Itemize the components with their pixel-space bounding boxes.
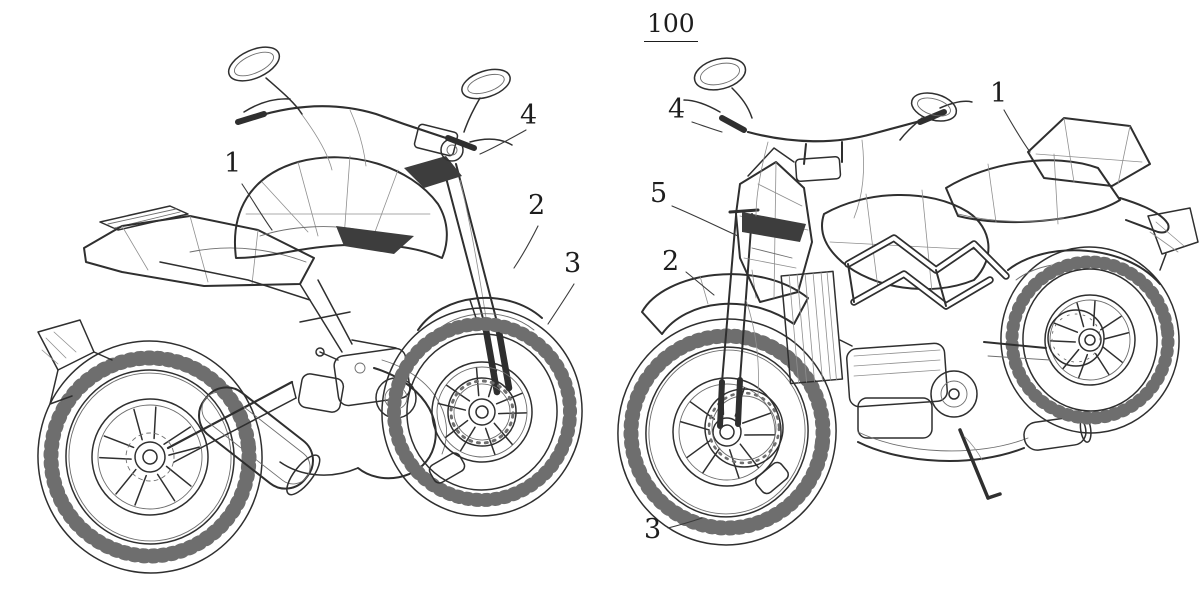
callout-right-3: 3 bbox=[644, 514, 663, 545]
leader-left-1 bbox=[241, 183, 273, 231]
right-front-wheel bbox=[617, 318, 837, 546]
leader-right-5 bbox=[671, 205, 739, 237]
right-handlebar bbox=[683, 99, 973, 219]
callout-right-1: 1 bbox=[990, 78, 1009, 109]
left-mirror-right bbox=[461, 68, 511, 133]
leader-left-4 bbox=[479, 129, 527, 155]
right-radiator bbox=[780, 270, 844, 385]
left-mirror-left bbox=[227, 46, 303, 115]
spokes bbox=[1050, 300, 1130, 379]
right-rear-fender bbox=[1007, 249, 1161, 293]
right-rear-wheel bbox=[1000, 246, 1180, 434]
left-swingarm bbox=[166, 380, 297, 463]
left-exhaust bbox=[198, 359, 447, 496]
leader-right-4 bbox=[691, 121, 723, 133]
leader-right-3 bbox=[667, 517, 703, 529]
leader-right-2 bbox=[685, 271, 715, 296]
leader-lines bbox=[241, 109, 1031, 529]
right-tail-section bbox=[945, 117, 1170, 234]
left-license-bracket bbox=[37, 319, 113, 405]
right-license-bracket bbox=[1147, 207, 1199, 271]
spokes bbox=[437, 367, 527, 455]
callout-right-2: 2 bbox=[662, 246, 681, 277]
callout-left-2: 2 bbox=[528, 190, 547, 221]
left-handlebar bbox=[235, 98, 513, 171]
right-swingarm bbox=[983, 341, 1051, 361]
figure-reference-label: 100 bbox=[644, 9, 698, 42]
left-tail-section bbox=[83, 205, 315, 301]
right-trellis-frame bbox=[844, 234, 1010, 310]
left-brake-caliper bbox=[428, 452, 466, 484]
callout-right-4: 4 bbox=[668, 94, 687, 125]
right-mirror-right bbox=[899, 92, 958, 141]
right-engine bbox=[839, 339, 978, 439]
right-kickstand bbox=[958, 428, 1002, 500]
leader-left-3 bbox=[547, 283, 575, 325]
callout-left-3: 3 bbox=[564, 248, 583, 279]
callout-left-4: 4 bbox=[520, 100, 539, 131]
left-frame bbox=[299, 279, 353, 361]
motorcycle-right-drawing bbox=[617, 57, 1199, 546]
right-front-brake-disc bbox=[704, 388, 789, 495]
leader-right-1 bbox=[1003, 109, 1031, 153]
callout-right-5: 5 bbox=[650, 178, 669, 209]
left-front-wheel bbox=[381, 307, 583, 517]
left-rear-wheel bbox=[37, 340, 263, 574]
right-front-fork bbox=[717, 208, 760, 429]
left-instrument-cluster bbox=[404, 123, 464, 188]
motorcycle-left-drawing bbox=[37, 46, 583, 574]
right-mirror-left bbox=[693, 57, 753, 119]
left-front-fork bbox=[417, 163, 543, 396]
spokes bbox=[99, 406, 200, 506]
leader-left-2 bbox=[513, 225, 539, 269]
left-fuel-tank bbox=[234, 155, 448, 259]
right-headlight-cowl bbox=[735, 147, 813, 303]
right-rear-brake-disc bbox=[1047, 309, 1105, 367]
callout-left-1: 1 bbox=[224, 148, 243, 179]
